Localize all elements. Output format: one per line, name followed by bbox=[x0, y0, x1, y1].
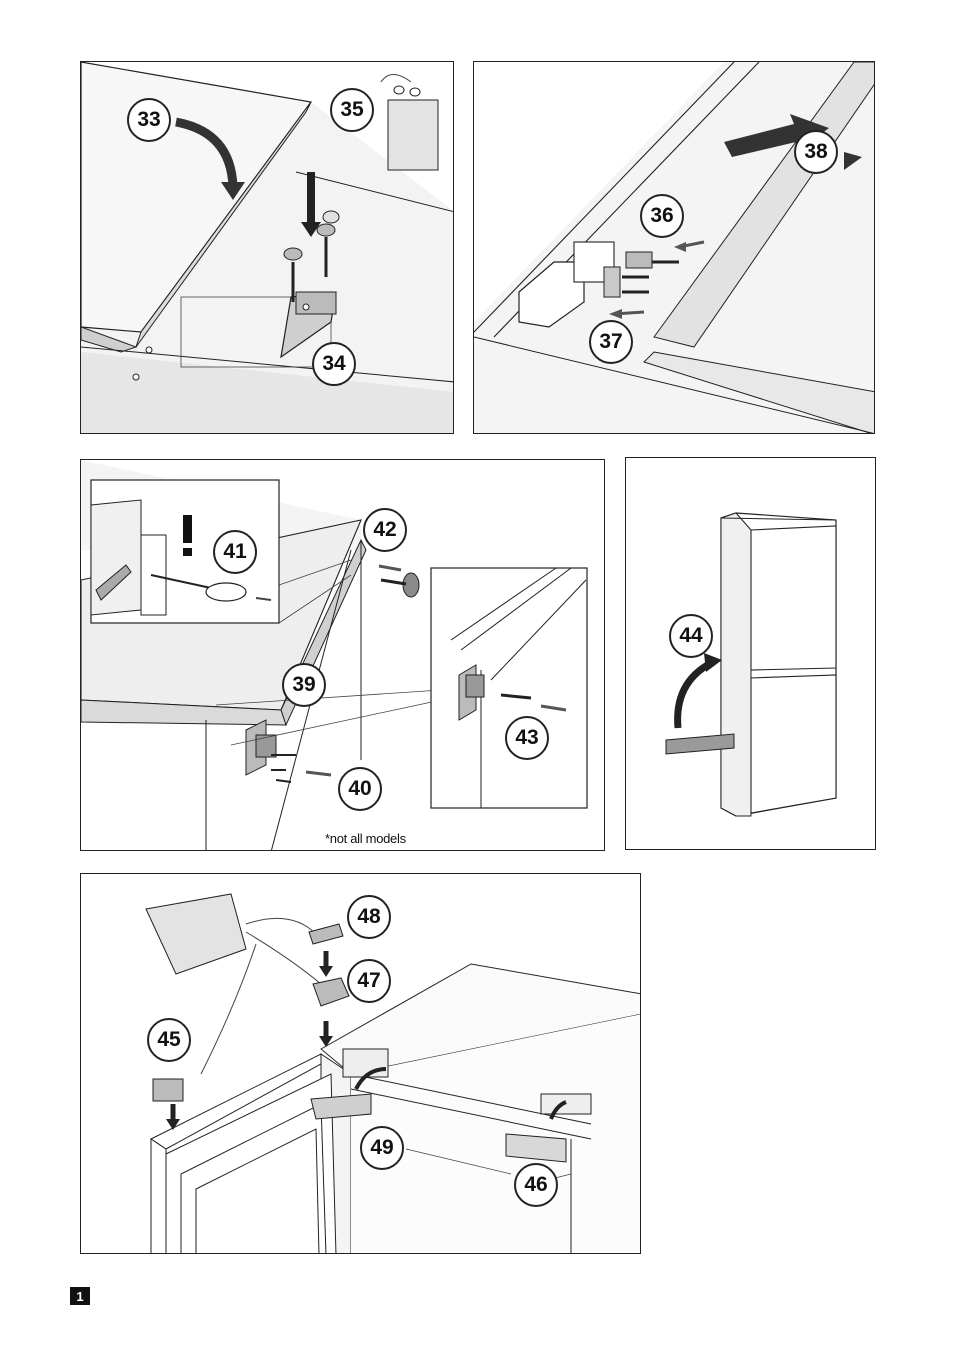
hinge-icon bbox=[245, 719, 332, 783]
callout-step-43: 43 bbox=[505, 716, 549, 760]
callout-step-40: 40 bbox=[338, 767, 382, 811]
screw-icon bbox=[603, 251, 679, 298]
callout-step-36: 36 bbox=[640, 194, 684, 238]
callout-step-33: 33 bbox=[127, 98, 171, 142]
illustration-door-panel bbox=[474, 62, 874, 433]
callout-step-41: 41 bbox=[213, 530, 257, 574]
callout-step-39: 39 bbox=[282, 663, 326, 707]
panel-step-36-38: 36 37 38 bbox=[473, 61, 875, 434]
figure-number-badge: 1 bbox=[70, 1287, 90, 1305]
detail-inset-43 bbox=[430, 567, 588, 809]
panel-step-45-49: 48 47 45 49 46 bbox=[80, 873, 641, 1254]
callout-step-46: 46 bbox=[514, 1163, 558, 1207]
footnote: *not all models bbox=[325, 831, 406, 846]
fridge-icon bbox=[665, 512, 837, 817]
callout-step-37: 37 bbox=[589, 320, 633, 364]
panel-step-39-43: 41 42 39 43 40 *not all models bbox=[80, 459, 605, 851]
hinge-icon bbox=[518, 241, 615, 328]
callout-step-35: 35 bbox=[330, 88, 374, 132]
screw-icon bbox=[283, 210, 340, 302]
callout-step-34: 34 bbox=[312, 342, 356, 386]
callout-step-49: 49 bbox=[360, 1126, 404, 1170]
callout-step-42: 42 bbox=[363, 508, 407, 552]
panel-step-33-35: 33 34 35 bbox=[80, 61, 454, 434]
callout-step-38: 38 bbox=[794, 130, 838, 174]
screw-icon bbox=[378, 564, 420, 598]
screwdriver-icon bbox=[205, 582, 247, 602]
illustration-cover-caps bbox=[145, 893, 640, 1253]
bag-icon bbox=[145, 893, 247, 975]
callout-step-44: 44 bbox=[669, 614, 713, 658]
panel-step-44: 44 bbox=[625, 457, 876, 850]
warning-icon bbox=[183, 515, 192, 543]
callout-step-47: 47 bbox=[347, 959, 391, 1003]
callout-step-48: 48 bbox=[347, 895, 391, 939]
bag-icon bbox=[380, 74, 439, 171]
callout-step-45: 45 bbox=[147, 1018, 191, 1062]
